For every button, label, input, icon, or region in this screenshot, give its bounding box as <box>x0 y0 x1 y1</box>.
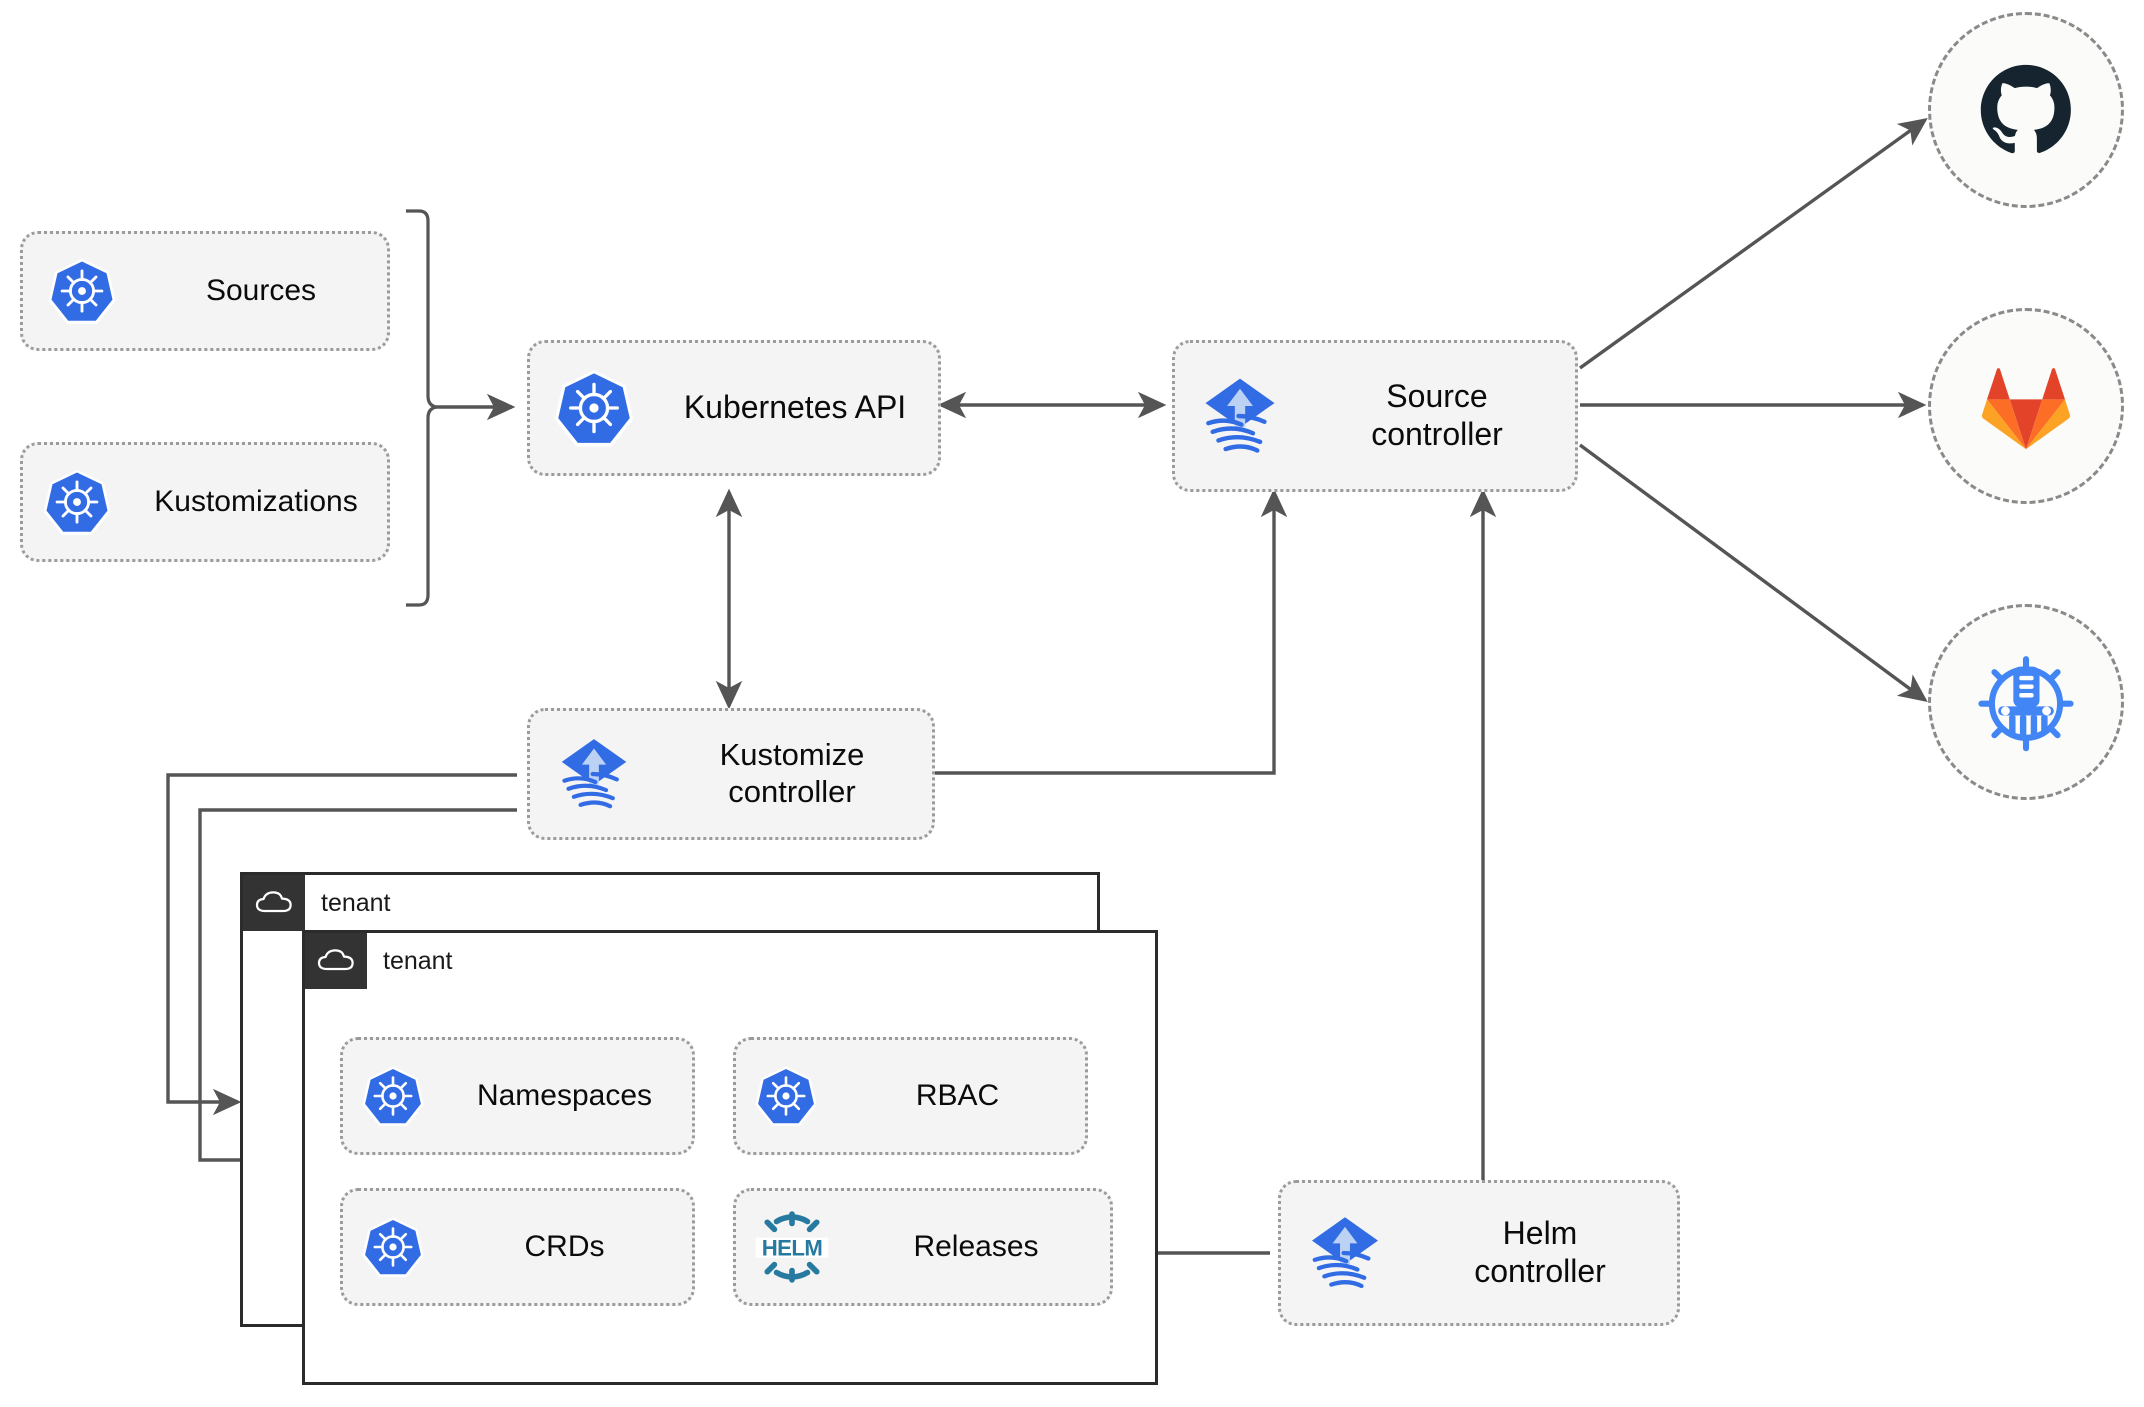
flux-icon <box>1175 370 1305 462</box>
gitlab-icon <box>1981 368 2071 450</box>
node-crds[interactable]: CRDs <box>340 1188 695 1306</box>
node-helm-controller[interactable]: Helm controller <box>1278 1180 1680 1326</box>
node-label: Helm controller <box>1474 1215 1606 1289</box>
flux-icon <box>1281 1209 1409 1297</box>
provider-gitlab[interactable] <box>1928 308 2124 504</box>
cloud-icon <box>243 875 305 931</box>
tenant-window-front[interactable]: tenant <box>302 930 1158 1385</box>
node-rbac[interactable]: RBAC <box>733 1037 1088 1155</box>
node-label: Kustomize controller <box>719 737 865 809</box>
tenant-label: tenant <box>321 888 391 917</box>
flux-icon <box>530 731 658 817</box>
tenant-titlebar: tenant <box>243 875 391 931</box>
github-icon <box>1980 64 2071 154</box>
svg-text:HELM: HELM <box>762 1236 823 1261</box>
kubernetes-icon <box>530 367 658 449</box>
harbor-icon <box>1978 656 2074 752</box>
node-label: Kubernetes API <box>683 389 907 426</box>
tenant-titlebar: tenant <box>305 933 453 989</box>
node-kustomize-controller[interactable]: Kustomize controller <box>527 708 935 840</box>
node-kubernetes-api[interactable]: Kubernetes API <box>527 340 941 476</box>
node-label: Namespaces <box>476 1079 653 1113</box>
node-label: RBAC <box>915 1079 1000 1113</box>
kubernetes-icon <box>23 467 131 537</box>
kubernetes-icon <box>736 1064 836 1128</box>
node-label: Sources <box>205 274 317 308</box>
cloud-icon <box>305 933 367 989</box>
provider-github[interactable] <box>1928 12 2124 208</box>
node-kustomizations[interactable]: Kustomizations <box>20 442 390 562</box>
node-label: Source controller <box>1371 378 1503 452</box>
node-source-controller[interactable]: Source controller <box>1172 340 1578 492</box>
kubernetes-icon <box>23 256 141 326</box>
tenant-label: tenant <box>383 946 453 975</box>
node-sources[interactable]: Sources <box>20 231 390 351</box>
provider-harbor[interactable] <box>1928 604 2124 800</box>
kubernetes-icon <box>343 1064 443 1128</box>
kubernetes-icon <box>343 1215 443 1279</box>
node-label: Releases <box>913 1230 1039 1264</box>
node-releases[interactable]: HELM Releases <box>733 1188 1113 1306</box>
node-label: CRDs <box>524 1230 605 1264</box>
node-label: Kustomizations <box>154 485 358 519</box>
node-namespaces[interactable]: Namespaces <box>340 1037 695 1155</box>
helm-icon: HELM <box>736 1204 848 1290</box>
